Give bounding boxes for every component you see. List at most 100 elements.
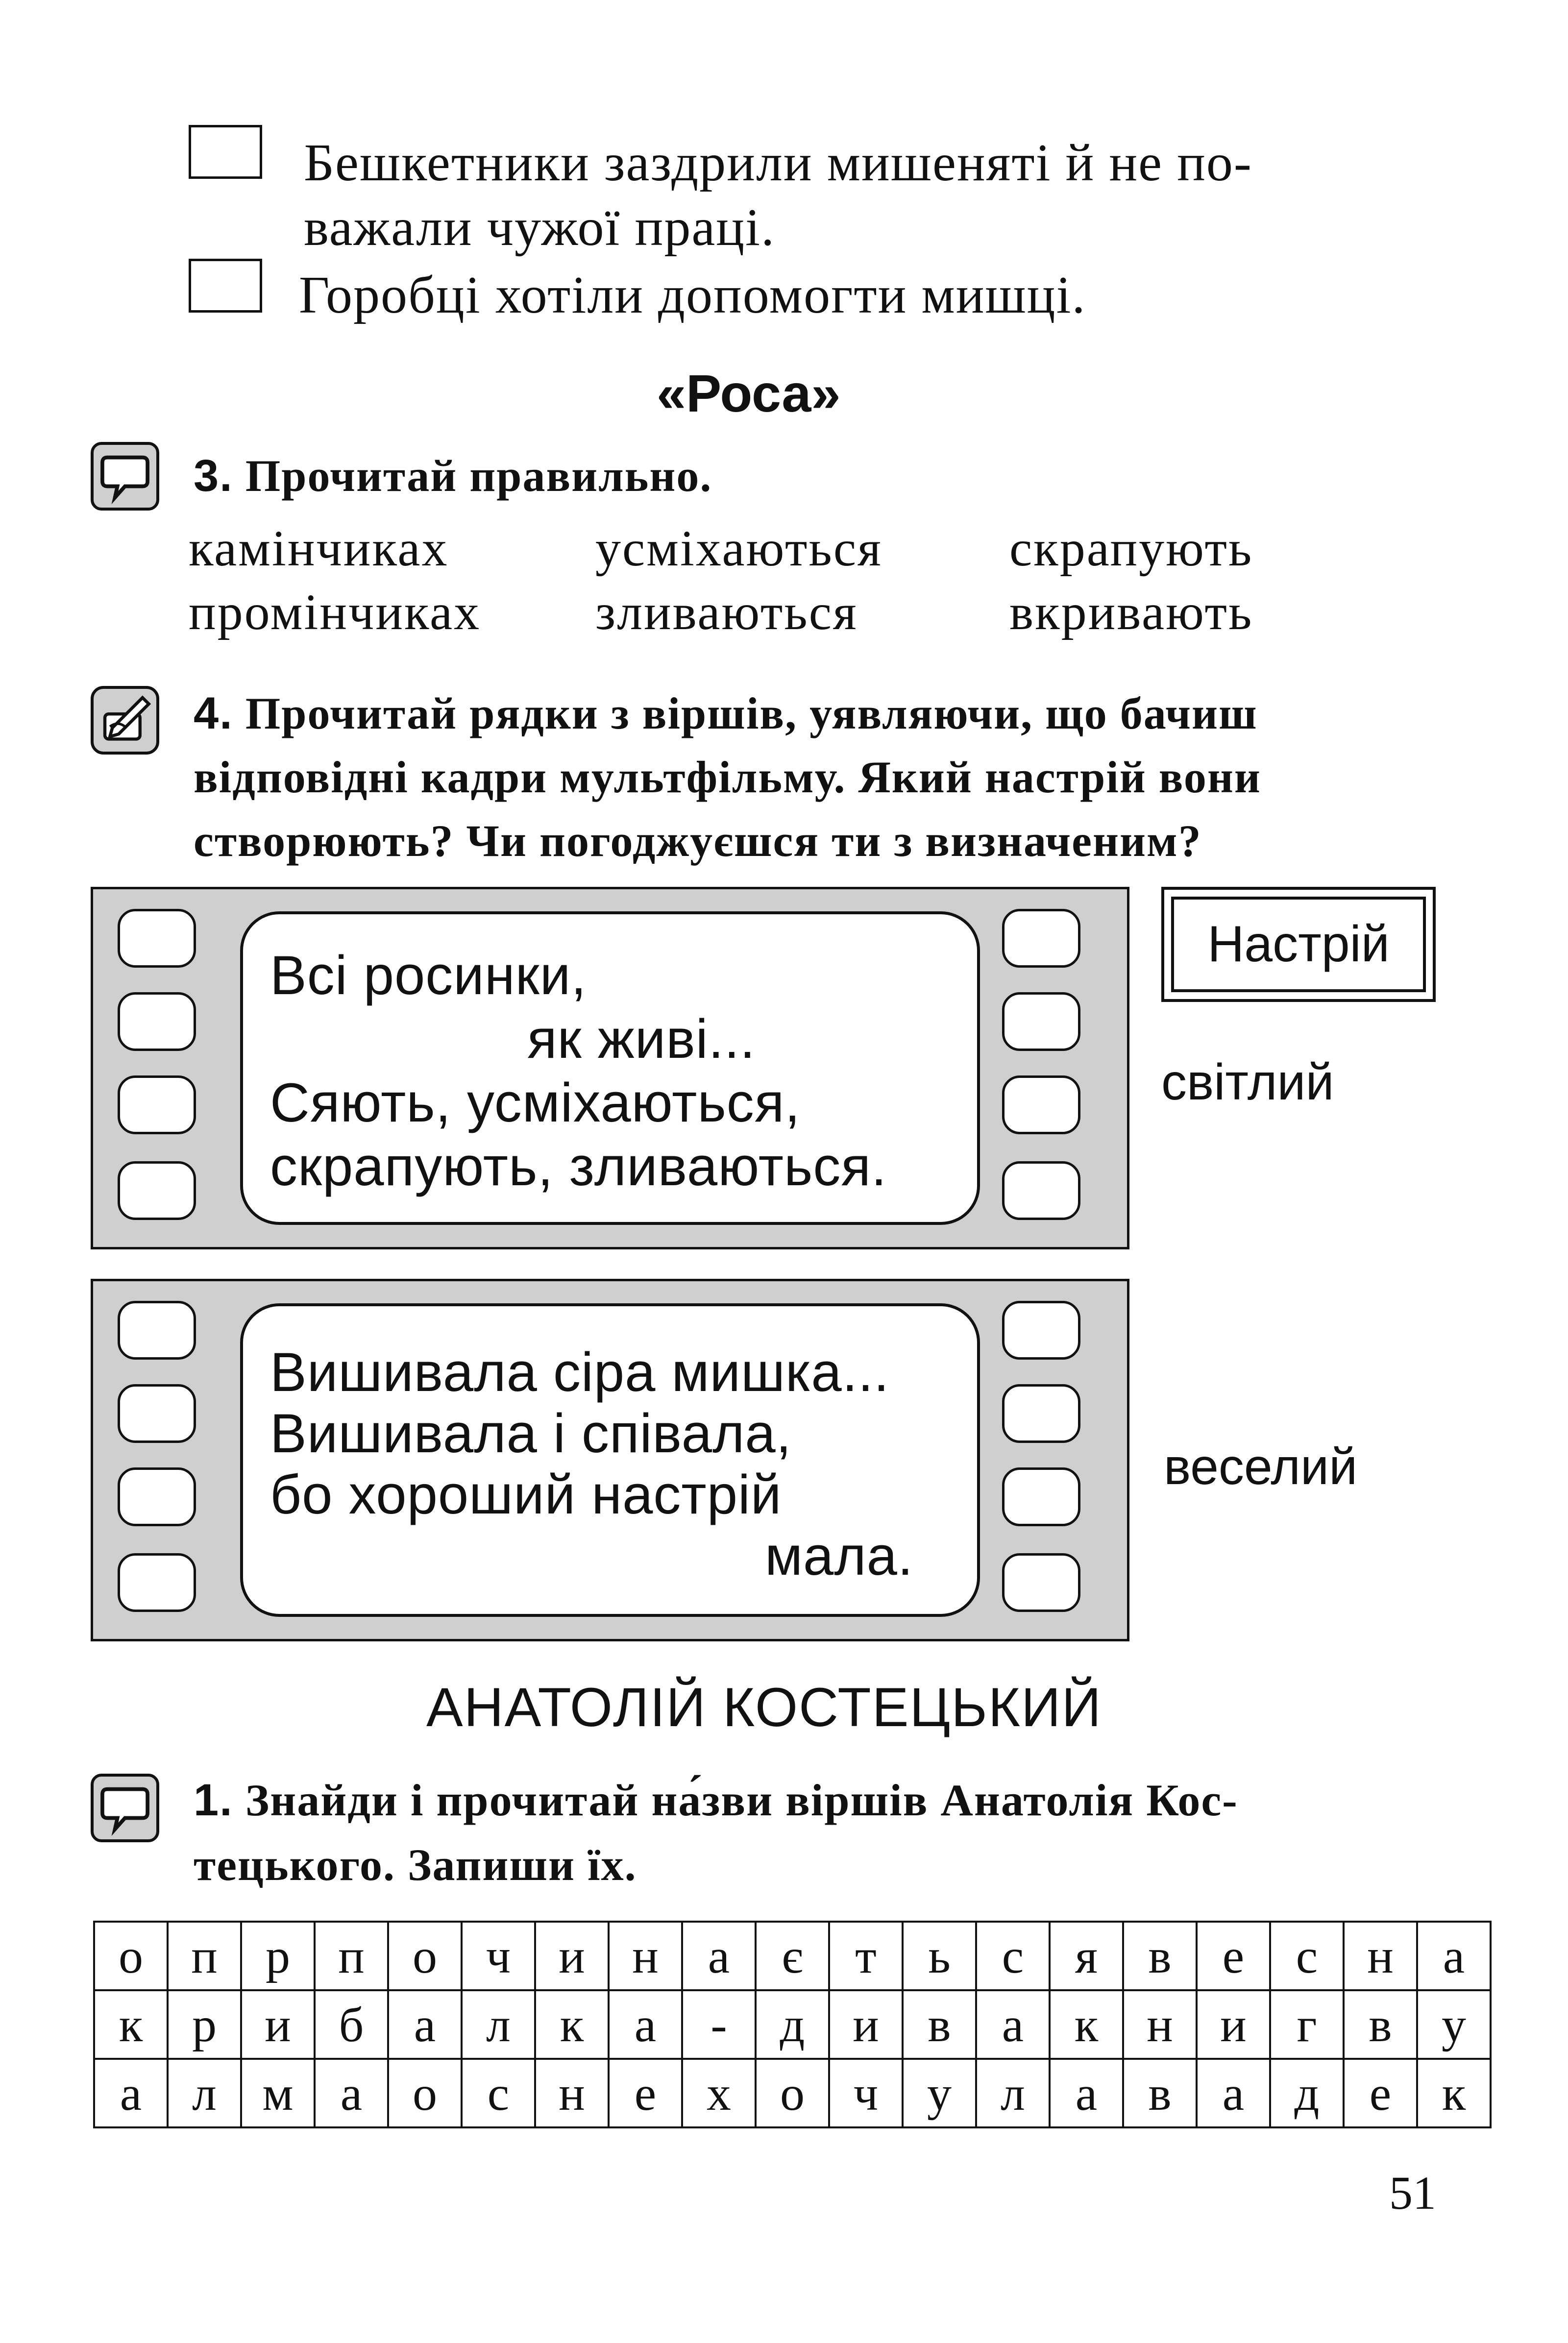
poem-1-line-4: скрапують, зливаються. [270,1136,887,1197]
letter-cell[interactable]: р [240,1921,316,1991]
letter-cell[interactable]: а [387,1989,463,2060]
letter-cell[interactable]: п [167,1921,242,1991]
letter-cell[interactable]: а [93,2058,169,2128]
letter-cell[interactable]: н [534,2058,610,2128]
word-item: зливаються [595,584,858,640]
letter-cell[interactable]: а [1416,1921,1492,1991]
option-2-line-1: Горобці хотіли допомогти мишці. [299,266,1086,324]
letter-cell[interactable]: л [975,2058,1051,2128]
letter-cell[interactable]: а [681,1921,757,1991]
letter-cell[interactable]: о [755,2058,830,2128]
letter-cell[interactable]: н [608,1921,683,1991]
mood-value-2: веселий [1164,1439,1358,1495]
letter-cell[interactable]: ч [828,2058,904,2128]
letter-cell[interactable]: с [975,1921,1051,1991]
mood-value-1: світлий [1161,1054,1334,1111]
letter-cell[interactable]: и [1196,1989,1271,2060]
task-3-instruction: 3. Прочитай правильно. [194,443,712,509]
letter-cell[interactable]: к [1416,2058,1492,2128]
word-item: усміхаються [595,520,882,577]
letter-cell[interactable]: х [681,2058,757,2128]
letter-cell[interactable]: п [314,1921,389,1991]
letter-cell[interactable]: о [387,2058,463,2128]
letter-cell[interactable]: в [1122,2058,1198,2128]
film-hole [118,1075,196,1134]
letter-cell[interactable]: в [902,1989,977,2060]
letter-cell[interactable]: к [93,1989,169,2060]
option-1-line-1: Бешкетники заздрили мишеняті й не по- [304,134,1252,192]
film-frame-2: Вишивала сіра мишка... Вишивала і співал… [240,1303,980,1617]
letter-cell[interactable]: т [828,1921,904,1991]
film-hole [118,1553,196,1612]
film-frame-1: Всі росинки, як живі... Сяють, усміхають… [240,911,980,1225]
task-4-line-3: створюють? Чи погоджуєшся ти з визначени… [194,816,1202,866]
letter-cell[interactable]: в [1343,1989,1418,2060]
task-4-line-1: 4. Прочитай рядки з віршів, уявляючи, що… [194,681,1258,746]
film-hole [1002,1467,1080,1526]
letter-cell[interactable]: е [1196,1921,1271,1991]
option-1-line-2: важали чужої праці. [304,198,776,257]
letter-cell[interactable]: у [1416,1989,1492,2060]
letter-cell[interactable]: д [1269,2058,1345,2128]
section-title-rosa: «Роса» [657,364,841,423]
film-hole [118,1161,196,1220]
letter-cell[interactable]: к [534,1989,610,2060]
word-item: вкривають [1009,584,1253,640]
task-4-number: 4. [194,688,233,738]
film-hole [118,1467,196,1526]
film-hole [118,909,196,968]
letter-cell[interactable]: с [461,2058,536,2128]
film-hole [118,992,196,1051]
letter-cell[interactable]: ч [461,1921,536,1991]
letter-cell[interactable]: н [1122,1989,1198,2060]
pencil-writing-icon [91,686,159,755]
letter-cell[interactable]: а [608,1989,683,2060]
letter-cell[interactable]: а [1049,2058,1124,2128]
letter-cell[interactable]: а [314,2058,389,2128]
letter-cell[interactable]: о [387,1921,463,1991]
letter-cell[interactable]: и [828,1989,904,2060]
letter-cell[interactable]: е [608,2058,683,2128]
letter-cell[interactable]: н [1343,1921,1418,1991]
letter-cell[interactable]: г [1269,1989,1345,2060]
letter-cell[interactable]: р [167,1989,242,2060]
task-1-text: Знайди і прочитай на́зви віршів Анатолія… [245,1775,1238,1825]
letter-cell[interactable]: є [755,1921,830,1991]
letter-cell[interactable]: с [1269,1921,1345,1991]
film-hole [1002,909,1080,968]
task-4-text: Прочитай рядки з віршів, уявляючи, що ба… [245,688,1258,738]
film-strip-1: Всі росинки, як живі... Сяють, усміхають… [91,887,1129,1249]
letter-cell[interactable]: а [975,1989,1051,2060]
poem-2-line-3: бо хороший настрій [270,1464,782,1525]
letter-cell[interactable]: л [167,2058,242,2128]
film-hole [1002,1553,1080,1612]
letter-cell[interactable]: - [681,1989,757,2060]
task-1-line-2: тецького. Запиши їх. [194,1840,637,1890]
option-checkbox-2[interactable] [189,259,262,313]
letter-cell[interactable]: е [1343,2058,1418,2128]
letter-cell[interactable]: о [93,1921,169,1991]
table-row: о п р п о ч и н а є т ь с я в е с н а [93,1921,1492,1991]
letter-cell[interactable]: и [240,1989,316,2060]
word-item: скрапують [1009,520,1253,577]
poem-2-line-4: мала. [765,1525,914,1586]
task-3-text: Прочитай правильно. [245,451,712,501]
letter-cell[interactable]: в [1122,1921,1198,1991]
table-row: а л м а о с н е х о ч у л а в а д е к [93,2058,1492,2128]
letter-cell[interactable]: и [534,1921,610,1991]
letter-cell[interactable]: б [314,1989,389,2060]
letter-cell[interactable]: я [1049,1921,1124,1991]
letter-cell[interactable]: м [240,2058,316,2128]
page-number: 51 [1389,2167,1436,2219]
letter-cell[interactable]: д [755,1989,830,2060]
task-4-line-2: відповідні кадри мультфільму. Який настр… [194,752,1261,802]
film-hole [1002,1384,1080,1443]
letter-cell[interactable]: ь [902,1921,977,1991]
letter-cell[interactable]: к [1049,1989,1124,2060]
letter-cell[interactable]: у [902,2058,977,2128]
film-strip-2: Вишивала сіра мишка... Вишивала і співал… [91,1279,1129,1641]
letter-cell[interactable]: л [461,1989,536,2060]
film-hole [118,1384,196,1443]
letter-cell[interactable]: а [1196,2058,1271,2128]
option-checkbox-1[interactable] [189,125,262,179]
